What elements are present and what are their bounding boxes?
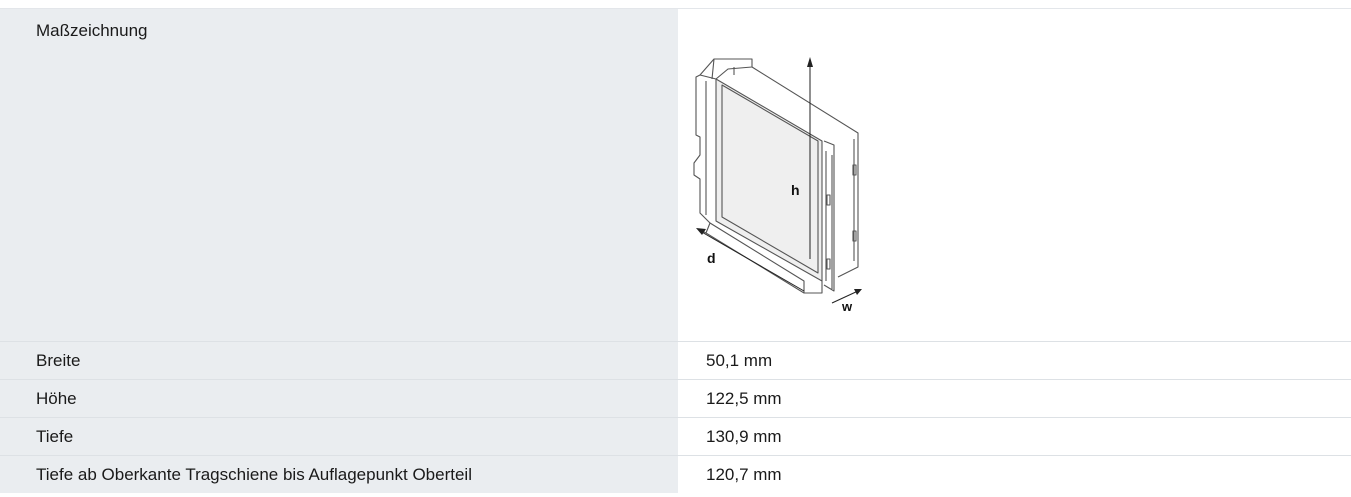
height-dim-label: h (791, 182, 800, 198)
table-row: Tiefe 130,9 mm (0, 418, 1351, 456)
dimension-drawing: h d w (693, 57, 862, 314)
table-row-dimension-drawing: Maßzeichnung (0, 9, 1351, 342)
row-label: Tiefe (0, 418, 678, 455)
row-value: 122,5 mm (678, 380, 1351, 417)
width-dim-label: w (841, 299, 853, 314)
row-value: 120,7 mm (678, 456, 1351, 493)
table-row: Tiefe ab Oberkante Tragschiene bis Aufla… (0, 456, 1351, 493)
table-row: Breite 50,1 mm (0, 342, 1351, 380)
row-value: h d w (678, 9, 1351, 341)
depth-dim-label: d (707, 250, 716, 266)
row-label: Breite (0, 342, 678, 379)
row-value: 130,9 mm (678, 418, 1351, 455)
row-label: Maßzeichnung (0, 9, 678, 341)
row-label: Höhe (0, 380, 678, 417)
table-row: Höhe 122,5 mm (0, 380, 1351, 418)
row-label: Tiefe ab Oberkante Tragschiene bis Aufla… (0, 456, 678, 493)
spec-table: Maßzeichnung (0, 8, 1351, 493)
row-value: 50,1 mm (678, 342, 1351, 379)
drawing-label: Maßzeichnung (36, 21, 148, 40)
